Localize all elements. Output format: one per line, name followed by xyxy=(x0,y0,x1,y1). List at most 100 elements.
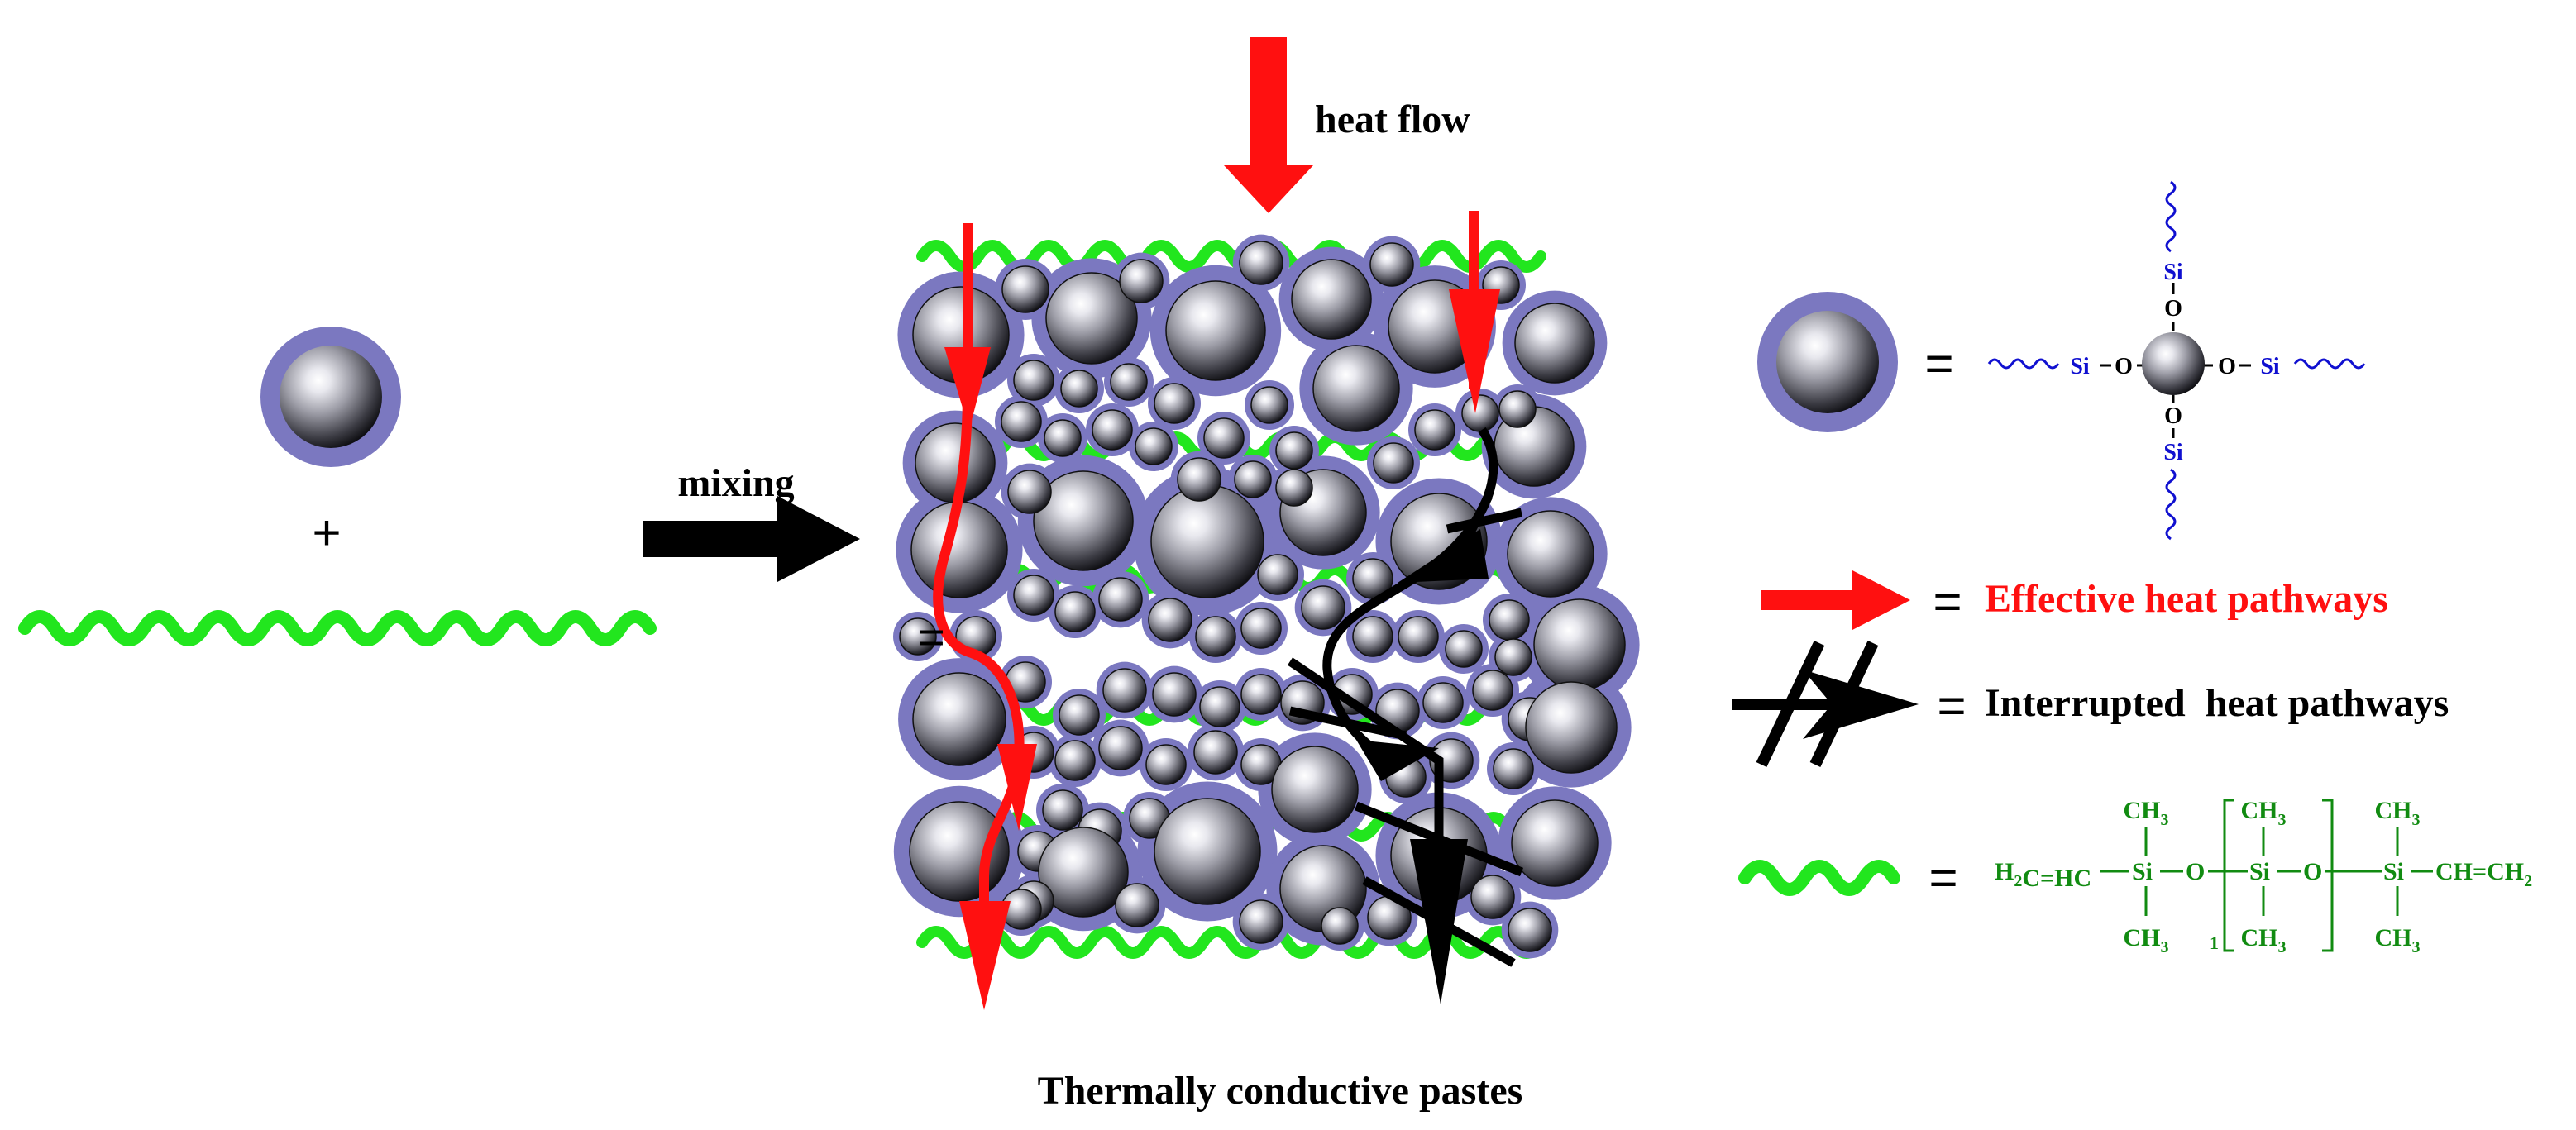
filler-particle xyxy=(1508,908,1552,952)
filler-particle xyxy=(1195,616,1236,657)
filler-particle xyxy=(1312,345,1400,432)
heat-flow-arrow xyxy=(1224,37,1313,213)
filler-particle xyxy=(1033,470,1134,571)
filler-particle xyxy=(1514,303,1595,384)
filler-particle xyxy=(1369,242,1414,287)
vinyl-silicone-formula: H2C=HC Si O Si O Si CH=CH2 CH3 CH3 CH3 C… xyxy=(1995,797,2532,956)
filler-particle xyxy=(1013,575,1054,616)
filler-particle xyxy=(1250,386,1288,424)
filler-particle xyxy=(1135,427,1173,465)
filler-particle xyxy=(1165,280,1266,381)
filler-particle xyxy=(1470,875,1515,919)
filler-particle xyxy=(1013,360,1054,401)
plus-sign: + xyxy=(312,505,341,560)
interrupted-pathway-curve xyxy=(1322,427,1498,752)
interrupted-pathway-arrowhead-2 xyxy=(1356,740,1439,781)
silane-chain-left xyxy=(1987,358,2060,370)
filler-particle xyxy=(1042,789,1083,831)
filler-particle xyxy=(1199,686,1240,727)
filler-particle xyxy=(1494,638,1532,676)
filler-particle xyxy=(1275,469,1313,507)
filler-particle xyxy=(1001,401,1042,442)
effective-heat-pathways xyxy=(933,211,1500,1010)
legend-equals-4: = xyxy=(1928,850,1957,905)
formula-si-3: Si xyxy=(2383,858,2404,885)
filler-particle xyxy=(1257,554,1298,595)
filler-particle xyxy=(1115,883,1159,927)
mixing-label: mixing xyxy=(677,461,794,505)
filler-particle xyxy=(1145,744,1187,785)
filler-particle xyxy=(1472,670,1513,711)
effective-pathway-left xyxy=(933,223,1025,934)
filler-particle xyxy=(1352,616,1393,657)
filler-particle xyxy=(1001,265,1049,313)
formula-o-2: O xyxy=(2303,858,2322,885)
filler-particle xyxy=(1461,394,1499,432)
silane-core-particle xyxy=(2142,332,2205,395)
filler-particle xyxy=(1321,907,1359,945)
o-bottom: O xyxy=(2164,403,2182,429)
filler-particle xyxy=(1193,730,1238,775)
filler-particle xyxy=(1373,442,1414,484)
si-top: Si xyxy=(2163,260,2183,285)
silane-grafted-particle: Si O Si O O Si O Si xyxy=(1987,180,2366,541)
formula-bracket-right xyxy=(2322,799,2334,952)
filler-particle xyxy=(1059,694,1100,736)
legend-coated-particle xyxy=(1757,292,1898,432)
filler-particle xyxy=(1489,599,1530,641)
caption: Thermally conductive pastes xyxy=(1038,1069,1523,1113)
interrupted-equals-mark: = xyxy=(918,611,945,663)
filler-particle xyxy=(1119,259,1164,303)
silane-chain-top xyxy=(2165,180,2177,253)
legend-effective-label: Effective heat pathways xyxy=(1985,577,2388,621)
filler-particle xyxy=(1414,409,1455,451)
filler-particle xyxy=(1150,484,1264,598)
formula-left-group: H2C=HC xyxy=(1995,858,2091,892)
filler-particle xyxy=(1507,510,1594,598)
legend-equals-3: = xyxy=(1937,678,1966,733)
si-left: Si xyxy=(2070,354,2090,379)
filler-particle xyxy=(1152,672,1197,717)
filler-particle xyxy=(1102,668,1147,713)
filler-particle xyxy=(899,617,937,656)
effective-pathway-right-arrowhead xyxy=(1449,289,1500,413)
polymer-chain-wave xyxy=(18,610,657,646)
effective-pathway-left-arrowhead-1 xyxy=(944,347,991,430)
mixing-arrow xyxy=(643,496,860,582)
filler-particle xyxy=(1498,390,1537,428)
filler-particle xyxy=(1148,598,1192,642)
filler-particle xyxy=(1110,363,1148,401)
filler-particle xyxy=(1240,674,1282,715)
formula-ch3-1-bottom: CH3 xyxy=(2124,924,2169,956)
filler-particle xyxy=(1054,740,1096,781)
legend-equals-1: = xyxy=(1924,336,1953,391)
filler-particle xyxy=(1045,272,1138,365)
o-left: O xyxy=(2115,354,2133,379)
formula-subscript-n: 1 xyxy=(2210,932,2219,953)
filler-particle xyxy=(909,801,1010,902)
formula-right-group: CH=CH2 xyxy=(2435,858,2532,890)
filler-particle xyxy=(1177,457,1221,502)
formula-bracket-left xyxy=(2223,799,2234,952)
formula-ch3-2-top: CH3 xyxy=(2241,797,2287,829)
si-right: Si xyxy=(2260,354,2280,379)
filler-particle xyxy=(1493,748,1534,789)
legend-crossbar-1 xyxy=(1756,640,1825,768)
silane-chain-right xyxy=(2293,358,2366,370)
thermal-paste-composite xyxy=(893,234,1640,959)
filler-particle xyxy=(1038,827,1129,918)
filler-particle xyxy=(1240,608,1282,649)
formula-si-2: Si xyxy=(2249,858,2270,885)
filler-particle xyxy=(1092,409,1133,451)
legend-effective-arrow xyxy=(1761,570,1910,630)
filler-particle xyxy=(1203,417,1245,459)
filler-particle xyxy=(1275,431,1313,470)
legend-crossbar-2 xyxy=(1809,640,1879,768)
filler-particle xyxy=(1098,726,1143,770)
si-bottom: Si xyxy=(2163,440,2183,465)
legend-polymer-wave xyxy=(1738,860,1900,896)
o-right: O xyxy=(2218,354,2236,379)
interrupted-pathway-crossbar-3 xyxy=(1288,706,1407,741)
formula-ch3-3-top: CH3 xyxy=(2375,797,2421,829)
